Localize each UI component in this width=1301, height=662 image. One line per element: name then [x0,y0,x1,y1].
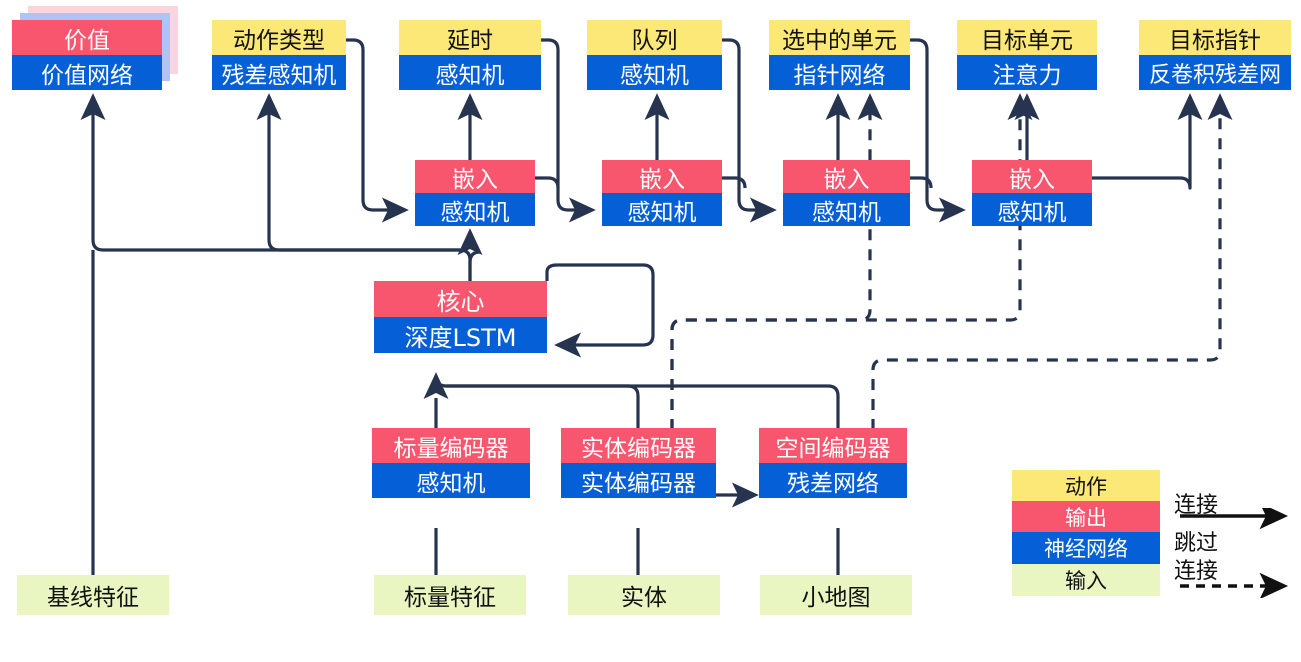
node-selected-units-bottom: 指针网络 [769,55,910,90]
node-embed-1-top: 嵌入 [415,160,535,193]
legend-edge-samples [1180,508,1289,598]
node-action-type-top: 动作类型 [212,20,346,55]
node-value[interactable]: 价值 价值网络 [12,20,162,90]
node-scalar-encoder-top: 标量编码器 [372,428,530,463]
node-spatial-encoder-bottom: 残差网络 [759,463,907,498]
legend-swatch-network: 神经网络 [1012,532,1160,564]
input-minimap[interactable]: 小地图 [760,575,912,615]
node-embed-3-bottom: 感知机 [783,193,910,226]
node-target-point-bottom: 反卷积残差网 [1139,55,1291,90]
node-action-type-bottom: 残差感知机 [212,55,346,90]
node-target-unit[interactable]: 目标单元 注意力 [957,20,1097,90]
node-entity-encoder[interactable]: 实体编码器 实体编码器 [561,428,716,498]
node-target-unit-bottom: 注意力 [957,55,1097,90]
legend-swatch-input: 输入 [1012,564,1160,596]
node-embed-2-bottom: 感知机 [602,193,722,226]
solid-edges [80,38,1203,575]
node-target-unit-top: 目标单元 [957,20,1097,55]
node-embed-3[interactable]: 嵌入 感知机 [783,160,910,226]
node-spatial-encoder-top: 空间编码器 [759,428,907,463]
legend-solid-label: 连接 [1173,493,1219,518]
node-embed-4-top: 嵌入 [972,160,1092,193]
input-scalar-features[interactable]: 标量特征 [374,575,526,615]
legend-dashed-label-2: 连接 [1173,559,1219,584]
node-scalar-encoder-bottom: 感知机 [372,463,530,498]
node-action-type[interactable]: 动作类型 残差感知机 [212,20,346,90]
dashed-edges [670,93,1233,468]
legend-dashed-label-1: 跳过 [1173,531,1219,556]
legend-swatch-action: 动作 [1012,470,1160,501]
node-entity-encoder-bottom: 实体编码器 [561,463,716,498]
legend: 动作 输出 神经网络 输入 [1012,470,1160,596]
input-entities[interactable]: 实体 [568,575,720,615]
node-target-point-top: 目标指针 [1139,20,1291,55]
node-delay-top: 延时 [399,20,541,55]
node-queue-bottom: 感知机 [587,55,722,90]
input-baseline-features[interactable]: 基线特征 [17,575,169,615]
node-core-top: 核心 [374,281,547,317]
node-value-bottom: 价值网络 [12,55,162,90]
node-embed-4-bottom: 感知机 [972,193,1092,226]
node-embed-2-top: 嵌入 [602,160,722,193]
node-embed-2[interactable]: 嵌入 感知机 [602,160,722,226]
node-entity-encoder-top: 实体编码器 [561,428,716,463]
node-selected-units[interactable]: 选中的单元 指针网络 [769,20,910,90]
node-embed-1-bottom: 感知机 [415,193,535,226]
node-target-point[interactable]: 目标指针 反卷积残差网 [1139,20,1291,90]
node-embed-3-top: 嵌入 [783,160,910,193]
node-queue-top: 队列 [587,20,722,55]
node-delay[interactable]: 延时 感知机 [399,20,541,90]
node-scalar-encoder[interactable]: 标量编码器 感知机 [372,428,530,498]
node-embed-1[interactable]: 嵌入 感知机 [415,160,535,226]
node-queue[interactable]: 队列 感知机 [587,20,722,90]
legend-swatch-output: 输出 [1012,501,1160,532]
node-core[interactable]: 核心 深度LSTM [374,281,547,353]
node-value-top: 价值 [12,20,162,55]
node-core-bottom: 深度LSTM [374,317,547,353]
node-embed-4[interactable]: 嵌入 感知机 [972,160,1092,226]
node-selected-units-top: 选中的单元 [769,20,910,55]
node-spatial-encoder[interactable]: 空间编码器 残差网络 [759,428,907,498]
node-delay-bottom: 感知机 [399,55,541,90]
